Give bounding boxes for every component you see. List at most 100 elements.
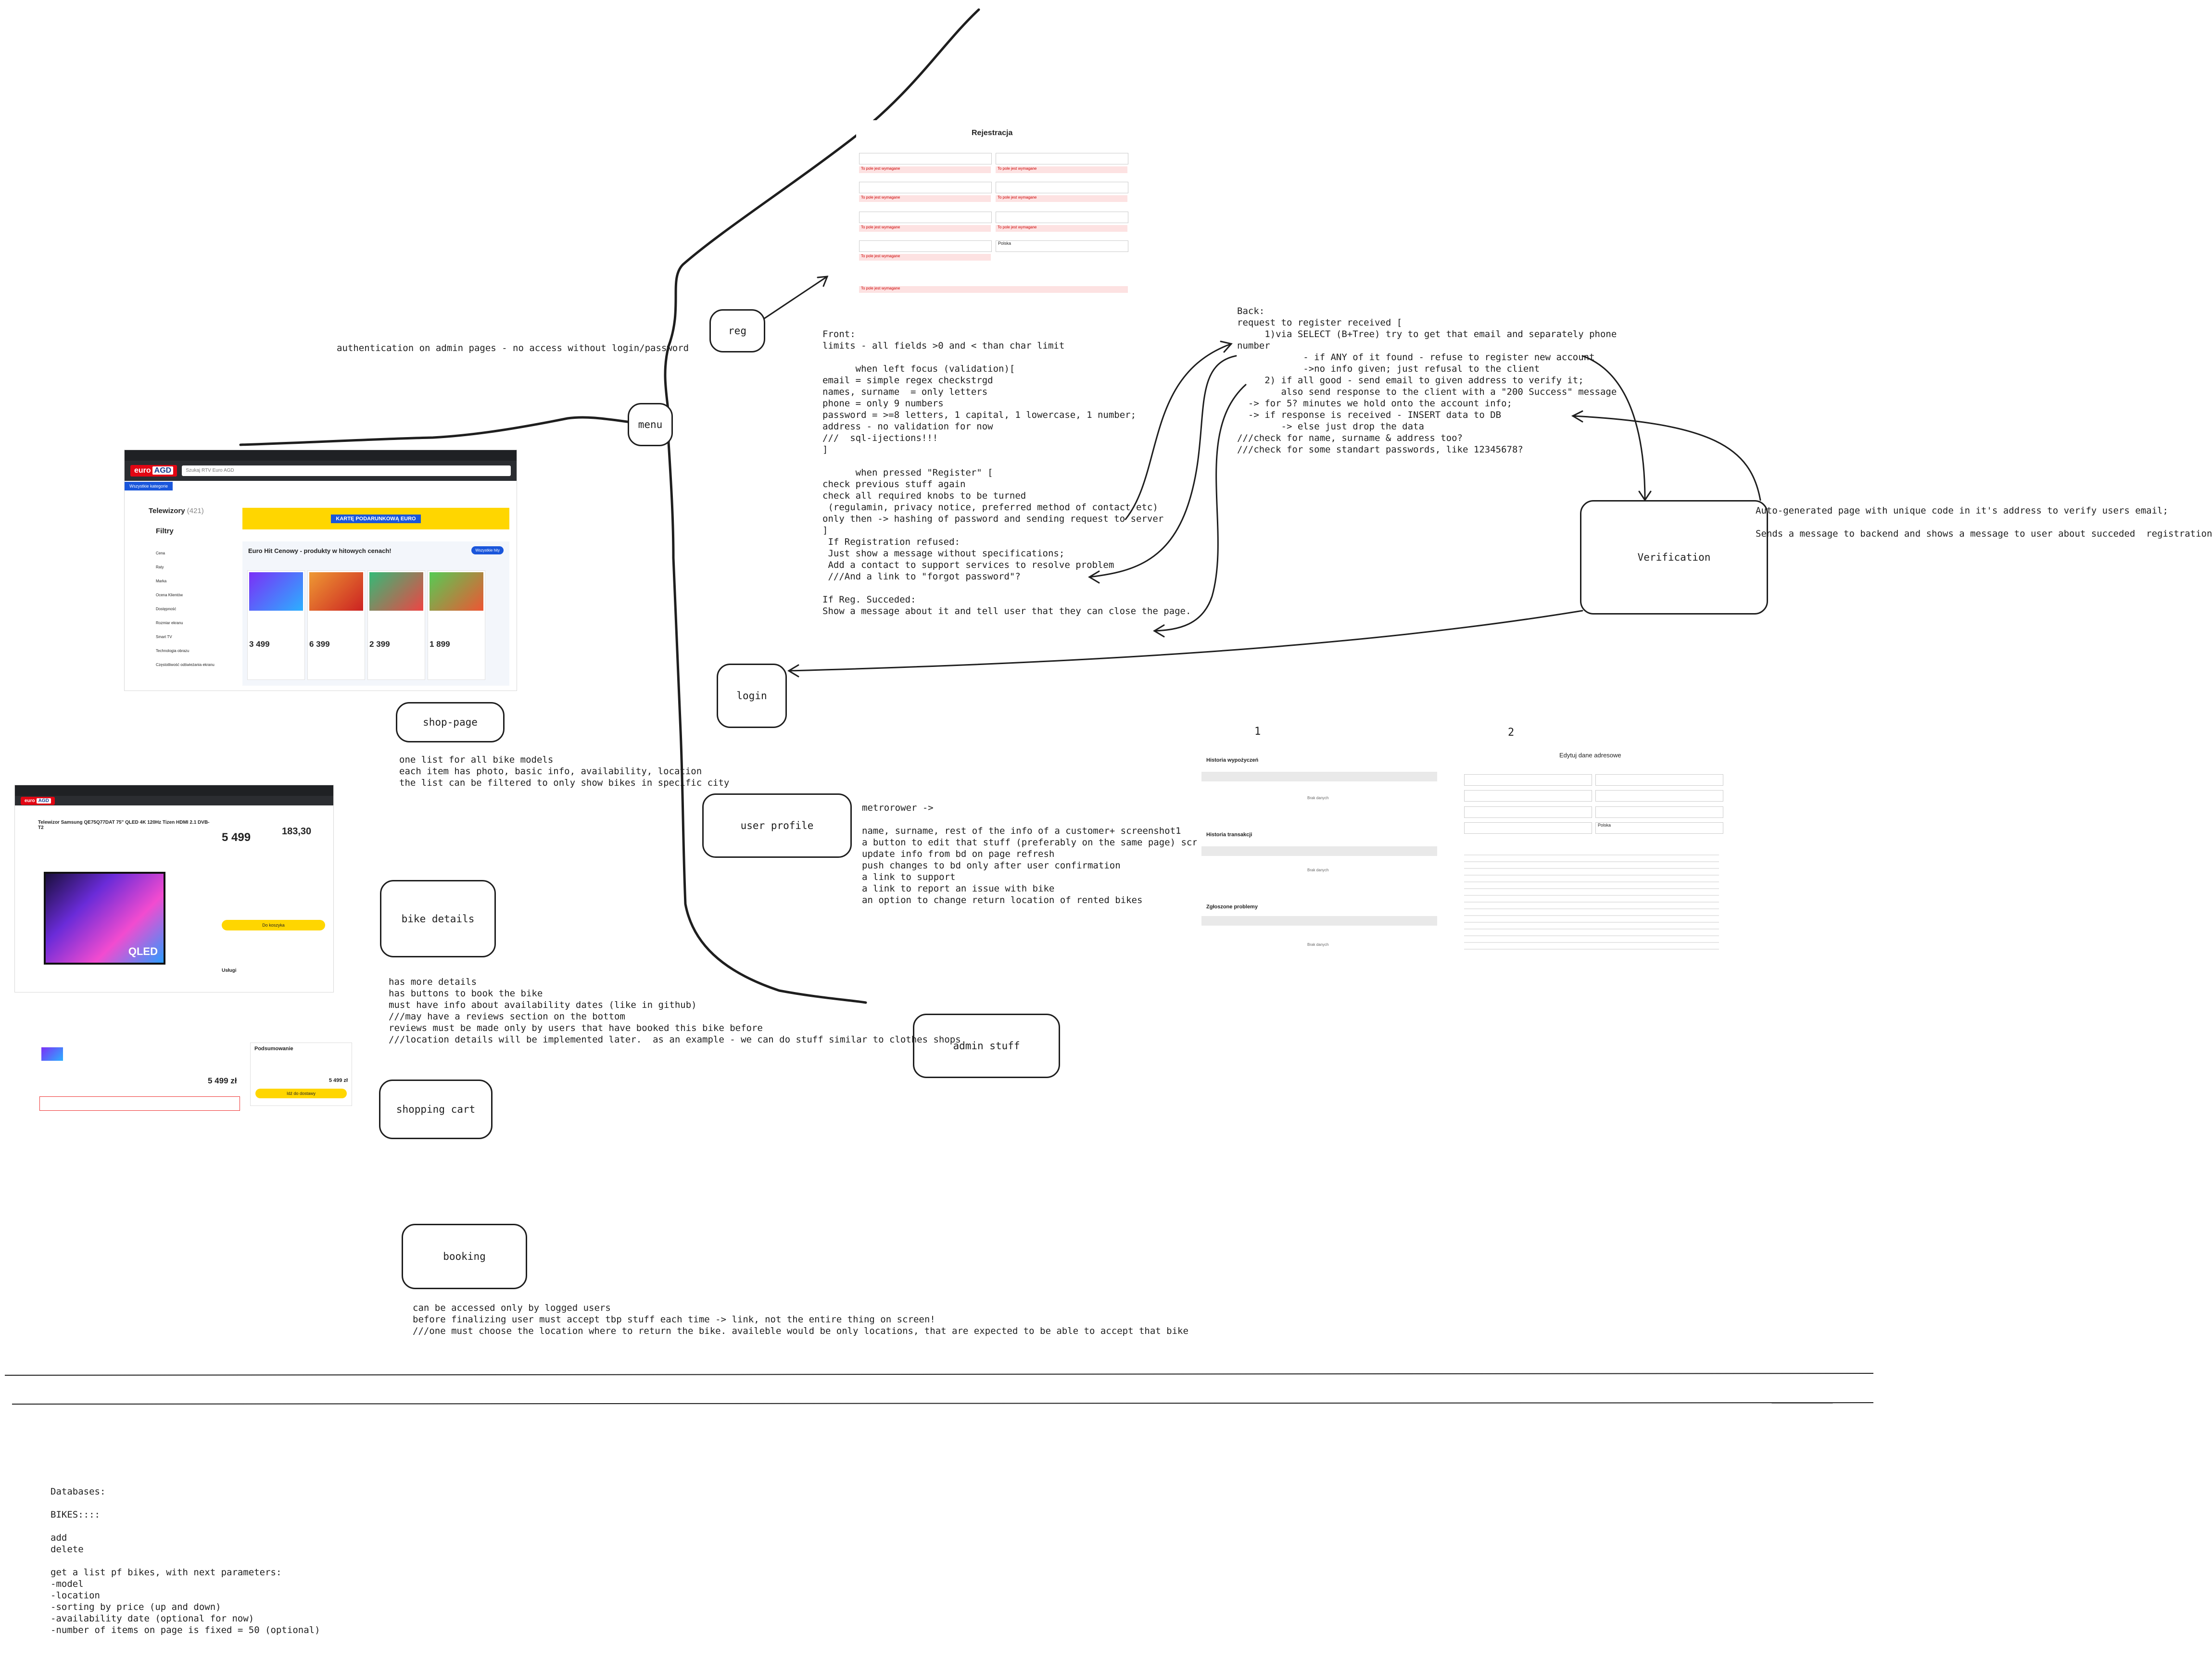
address-field[interactable] [1464,822,1592,834]
reg-arrow [761,276,828,321]
filter-item[interactable]: Technologia obrazu [156,649,190,653]
cart-warning [39,1096,240,1111]
category-title: Telewizory (421) [149,507,204,515]
issues-table [1201,916,1437,926]
back-note: Back: request to register received [ 1)v… [1237,306,1617,455]
shop-note: one list for all bike models each item h… [399,754,730,788]
cart-item-image [41,1047,63,1061]
consent-toggles [1464,849,1719,955]
booking-node[interactable]: booking [402,1224,527,1289]
registration-screenshot: Rejestracja To pole jest wymagane To pol… [856,120,1135,313]
bike-note: has more details has buttons to book the… [389,977,961,1045]
back-verification-arrow [1581,355,1646,501]
transactions-empty: Brak danych [1307,868,1329,872]
email-error: To pole jest wymagane [996,195,1127,202]
address-field[interactable] [1595,790,1723,802]
shop-search-input[interactable]: Szukaj RTV Euro AGD [182,465,511,476]
filter-item[interactable]: Marka [156,579,167,583]
filters-title: Filtry [156,527,174,535]
address-field[interactable] [1464,790,1592,802]
separator-line-1 [4,1373,1874,1376]
verification-login-arrow [788,610,1583,672]
product-title: Telewizor Samsung QE75Q77DAT 75" QLED 4K… [38,820,210,830]
cart-summary-panel: Podsumowanie 5 499 zł Idź do dostawy [250,1043,352,1106]
product-image: QLED [44,872,165,965]
filter-item[interactable]: Dostępność [156,607,177,611]
first-name-field[interactable] [859,153,992,164]
country-select[interactable]: Polska [996,240,1128,252]
filter-item[interactable]: Smart TV [156,635,172,639]
back-success-arrow [1153,384,1247,632]
login-node[interactable]: login [717,664,787,728]
filter-item[interactable]: Częstotliwość odświeżania ekranu [156,663,215,667]
product-price: 5 499 [222,831,251,844]
rental-history-empty: Brak danych [1307,796,1329,800]
last-name-field[interactable] [996,153,1128,164]
house-error: To pole jest wymagane [996,225,1127,232]
consent-error: To pole jest wymagane [859,286,1128,293]
filter-item[interactable]: Ocena Klientów [156,593,183,597]
services-label: Usługi [222,968,237,973]
profile-tables-screenshot: Historia wypożyczeń Brak danych Historia… [1197,753,1442,964]
user-profile-node[interactable]: user profile [702,793,852,858]
menu-branch [239,416,670,446]
see-all-hits-button[interactable]: Wszystkie hity [471,546,504,554]
product-tile[interactable]: 1 899 [428,570,485,680]
address-country-select[interactable]: Polska [1595,822,1723,834]
house-field[interactable] [996,212,1128,223]
go-to-delivery-button[interactable]: Idź do dostawy [255,1089,347,1098]
registration-title: Rejestracja [972,129,1013,137]
shop-page-node[interactable]: shop-page [396,702,505,742]
reg-node[interactable]: reg [709,309,765,352]
shopping-cart-node[interactable]: shopping cart [379,1080,493,1139]
gift-card-banner[interactable]: KARTĘ PODARUNKOWĄ EURO [242,508,509,529]
product-tile[interactable]: 2 399 [367,570,425,680]
address-form-screenshot: Edytuj dane adresowe Polska [1454,748,1732,979]
street-error: To pole jest wymagane [859,225,991,232]
phone-field[interactable] [859,182,992,193]
screenshot-number-2: 2 [1508,727,1515,739]
menu-node[interactable]: menu [628,403,673,446]
address-field[interactable] [1464,806,1592,818]
verification-back-arrow [1572,415,1761,501]
product-tile[interactable]: 3 499 [247,570,305,680]
admin-stuff-node[interactable]: admin stuff [913,1014,1060,1078]
front-note: Front: limits - all fields >0 and < than… [822,329,1191,616]
transactions-title: Historia transakcji [1206,832,1252,838]
address-form-title: Edytuj dane adresowe [1559,752,1621,759]
verification-node[interactable]: Verification [1580,500,1768,615]
cart-item-price: 5 499 zł [208,1076,237,1085]
product-installment: 183,30 [282,826,312,837]
phone-error: To pole jest wymagane [859,195,991,202]
add-to-cart-button[interactable]: Do koszyka [222,920,325,930]
issues-empty: Brak danych [1307,942,1329,947]
first-name-error: To pole jest wymagane [859,166,991,173]
city-field[interactable] [859,240,992,252]
summary-title: Podsumowanie [254,1046,293,1052]
profile-note: metrorower -> name, surname, rest of the… [862,803,1220,905]
verification-note: Auto-generated page with unique code in … [1756,505,2212,539]
spine-line [664,8,980,1004]
address-field[interactable] [1595,806,1723,818]
bike-details-node[interactable]: bike details [380,880,496,957]
street-field[interactable] [859,212,992,223]
address-field[interactable] [1464,774,1592,786]
categories-button[interactable]: Wszystkie kategorie [125,482,173,490]
filter-item[interactable]: Rozmiar ekranu [156,621,183,625]
hit-title: Euro Hit Cenowy - produkty w hitowych ce… [248,547,392,554]
filter-list: Cena Raty Marka Ocena Klientów Dostępnoś… [156,546,228,672]
last-name-error: To pole jest wymagane [996,166,1127,173]
hit-section: Euro Hit Cenowy - produkty w hitowych ce… [242,541,509,686]
screenshot-number-1: 1 [1254,726,1261,738]
product-tile[interactable]: 6 399 [307,570,365,680]
filter-item[interactable]: Cena [156,551,165,555]
city-error: To pole jest wymagane [859,254,991,261]
address-field[interactable] [1595,774,1723,786]
filter-item[interactable]: Raty [156,565,164,569]
issues-title: Zgłoszone problemy [1206,904,1258,910]
separator-line-2 [12,1402,1874,1405]
email-field[interactable] [996,182,1128,193]
